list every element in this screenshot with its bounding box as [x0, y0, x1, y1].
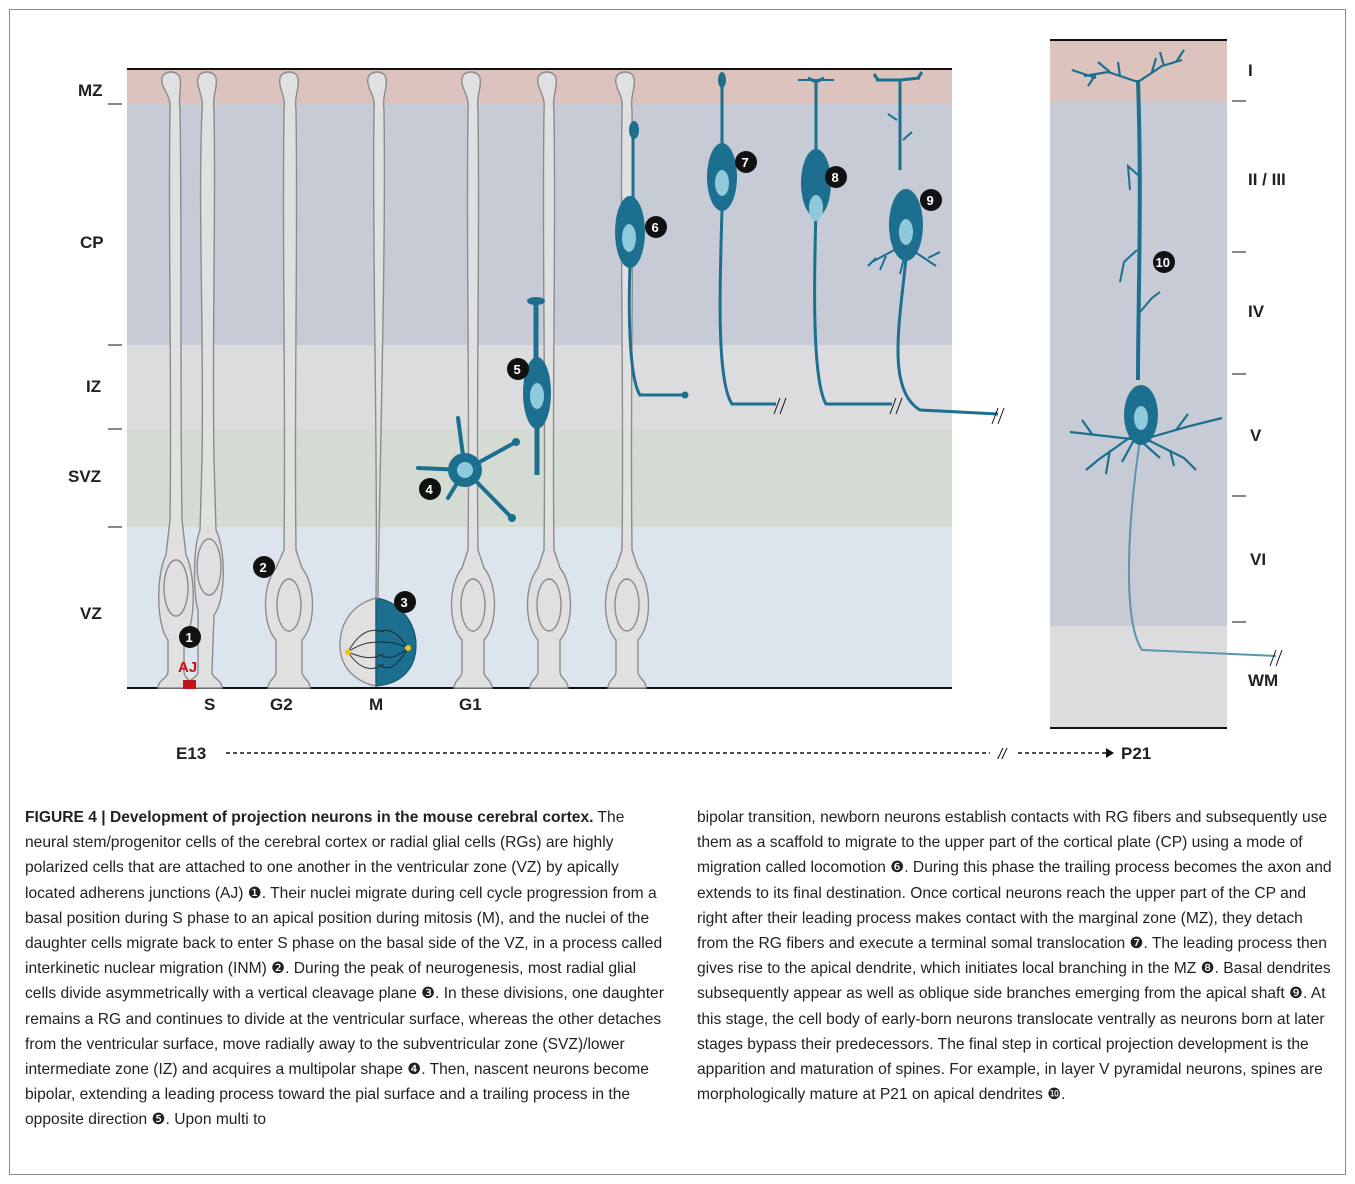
layer-label-vi: VI — [1250, 550, 1266, 569]
caption-right-column: bipolar transition, newborn neurons esta… — [697, 805, 1337, 1107]
zone-label-cp: CP — [80, 233, 104, 252]
svg-text:2: 2 — [260, 560, 267, 575]
zone-label-iz: IZ — [86, 377, 101, 396]
figure-caption-label: FIGURE 4 | Development of projection neu… — [25, 809, 594, 826]
maturing-neuron-9 — [867, 71, 1005, 425]
left-panel: MZ CP IZ SVZ VZ AJ — [68, 68, 1005, 689]
marker-3: 3 — [394, 591, 416, 613]
radial-glia-g2 — [264, 71, 314, 689]
svg-text:4: 4 — [426, 482, 434, 497]
aj-label: AJ — [178, 659, 197, 676]
zone-label-svz: SVZ — [68, 467, 101, 486]
svg-text:10: 10 — [1156, 255, 1170, 270]
layer-label-iv: IV — [1248, 302, 1265, 321]
zone-label-mz: MZ — [78, 81, 103, 100]
multipolar-neuron-4 — [416, 416, 520, 522]
caption-left-column: FIGURE 4 | Development of projection neu… — [25, 805, 665, 1133]
timeline-break: // — [997, 746, 1008, 763]
layer-label-ii-iii: II / III — [1248, 170, 1286, 189]
marker-8: 8 — [825, 166, 847, 188]
timeline-end: P21 — [1121, 744, 1151, 763]
radial-glia-s-phase-b — [185, 71, 224, 689]
bipolar-neuron-5 — [523, 297, 551, 475]
svg-text:1: 1 — [186, 630, 193, 645]
timeline: E13 // P21 — [176, 744, 1151, 763]
phase-label-s: S — [204, 695, 215, 714]
radial-glia-scaffold-6 — [604, 71, 650, 689]
marker-9: 9 — [920, 189, 942, 211]
marker-7: 7 — [735, 151, 757, 173]
layer-label-v: V — [1250, 426, 1262, 445]
svg-text:9: 9 — [927, 193, 934, 208]
branching-neuron-8 — [798, 76, 903, 415]
svg-text:5: 5 — [514, 362, 521, 377]
phase-label-g2: G2 — [270, 695, 293, 714]
zone-cp-band — [127, 104, 952, 345]
layer-label-i: I — [1248, 61, 1253, 80]
layer-label-wm: WM — [1248, 671, 1278, 690]
figure-frame — [9, 9, 1346, 1175]
svg-text:8: 8 — [832, 170, 839, 185]
svg-text:7: 7 — [742, 155, 749, 170]
adherens-junction — [183, 680, 196, 689]
pyramidal-neuron-10 — [1069, 49, 1283, 667]
marker-1: 1 — [179, 626, 201, 648]
zone-label-vz: VZ — [80, 604, 102, 623]
dividing-cell-m-phase — [339, 71, 417, 687]
right-panel: I II / III IV V VI WM — [1050, 39, 1286, 729]
caption-right-text: bipolar transition, newborn neurons esta… — [697, 809, 1332, 1104]
phase-label-g1: G1 — [459, 695, 482, 714]
svg-text:6: 6 — [652, 220, 659, 235]
locomoting-neuron-6 — [615, 121, 689, 399]
marker-10: 10 — [1153, 251, 1175, 273]
translocating-neuron-7 — [707, 72, 787, 415]
radial-glia-s-phase-a — [157, 71, 194, 689]
radial-glia-g1 — [450, 71, 496, 689]
svg-text:3: 3 — [401, 595, 408, 610]
caption-left-text: The neural stem/progenitor cells of the … — [25, 809, 664, 1129]
timeline-start: E13 — [176, 744, 206, 763]
cortex-development-figure: MZ CP IZ SVZ VZ AJ — [68, 39, 1286, 763]
marker-2: 2 — [253, 556, 275, 578]
phase-label-m: M — [369, 695, 383, 714]
marker-6: 6 — [645, 216, 667, 238]
marker-4: 4 — [419, 478, 441, 500]
marker-5: 5 — [507, 358, 529, 380]
